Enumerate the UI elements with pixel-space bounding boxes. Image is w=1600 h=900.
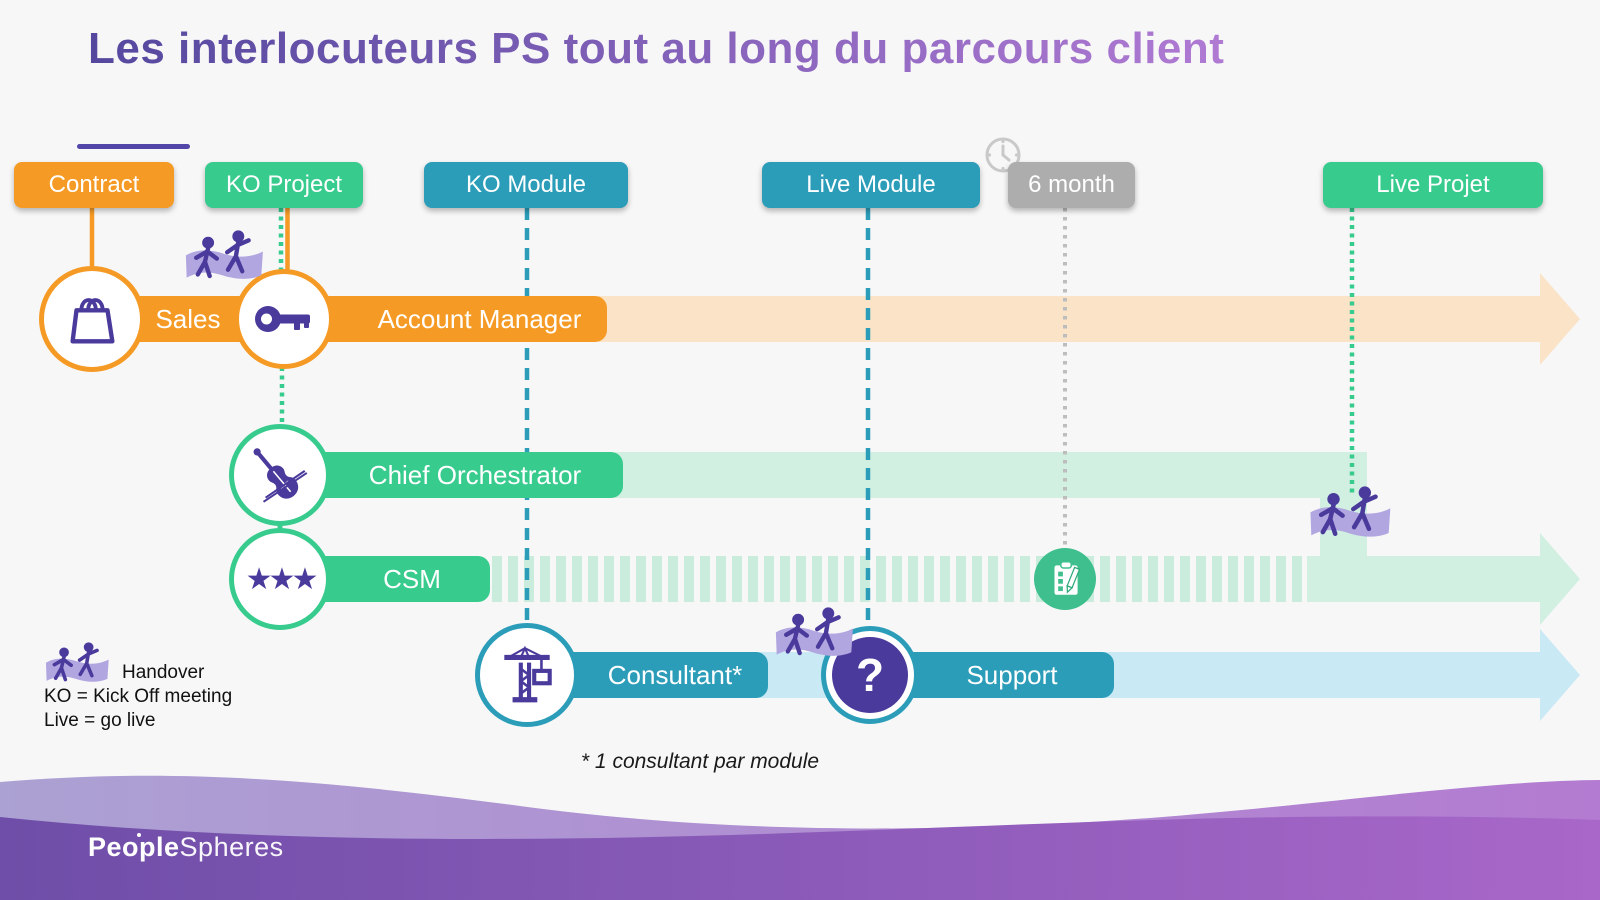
legend-live: Live = go live bbox=[44, 710, 156, 731]
csm-striped-timeline-bar bbox=[492, 556, 1307, 602]
milestone-ko-module: KO Module bbox=[424, 162, 628, 208]
title-underline bbox=[77, 144, 190, 149]
chief-orchestrator-label: Chief Orchestrator bbox=[368, 459, 582, 490]
milestone-live-projet: Live Projet bbox=[1323, 162, 1543, 208]
sales-label: Sales bbox=[155, 303, 221, 334]
csm-label: CSM bbox=[383, 563, 441, 594]
sales-circle bbox=[39, 266, 145, 372]
legend-ko: KO = Kick Off meeting bbox=[44, 686, 233, 707]
three-stars-icon: ★★★ bbox=[245, 562, 319, 596]
crane-icon bbox=[504, 645, 552, 703]
milestone-live-module: Live Module bbox=[762, 162, 980, 208]
clipboard-checklist-icon bbox=[1034, 548, 1096, 610]
account-manager-circle bbox=[234, 269, 334, 369]
logo-light-part: Spheres bbox=[179, 832, 284, 862]
account-manager-arrowhead bbox=[1540, 273, 1580, 365]
logo-bold-part: People bbox=[88, 832, 180, 862]
consultant-circle bbox=[475, 623, 579, 727]
handover-icon bbox=[774, 607, 854, 661]
support-arrowhead bbox=[1540, 629, 1580, 721]
account-manager-bar: Account Manager bbox=[284, 296, 607, 342]
chief-orchestrator-timeline-bar bbox=[615, 452, 1367, 498]
milestone-contract: Contract bbox=[14, 162, 174, 208]
key-icon bbox=[255, 306, 310, 332]
support-label: Support bbox=[966, 659, 1058, 690]
footnote: * 1 consultant par module bbox=[580, 750, 820, 773]
consultant-label: Consultant* bbox=[607, 659, 743, 690]
support-timeline-bar bbox=[1100, 652, 1540, 698]
handover-icon bbox=[1308, 486, 1392, 542]
page-title: Les interlocuteurs PS tout au long du pa… bbox=[88, 24, 1225, 73]
csm-arrowhead bbox=[1540, 533, 1580, 625]
chief-orchestrator-circle bbox=[229, 424, 331, 526]
clock-icon bbox=[985, 137, 1021, 173]
handover-legend-icon bbox=[44, 642, 110, 684]
milestone-6-month: 6 month bbox=[1008, 162, 1135, 208]
legend-handover: Handover bbox=[122, 662, 205, 683]
handover-icon bbox=[184, 230, 264, 284]
account-manager-label: Account Manager bbox=[377, 303, 582, 334]
milestone-ko-project: KO Project bbox=[205, 162, 363, 208]
csm-timeline-bar bbox=[1307, 556, 1540, 602]
violin-icon bbox=[253, 448, 308, 503]
peoplespheres-logo: PeopleSpheres bbox=[88, 832, 284, 863]
csm-circle: ★★★ bbox=[229, 528, 331, 630]
shopping-bag-icon bbox=[70, 298, 115, 344]
account-manager-timeline-bar bbox=[598, 296, 1540, 342]
chief-orchestrator-bar: Chief Orchestrator bbox=[282, 452, 623, 498]
